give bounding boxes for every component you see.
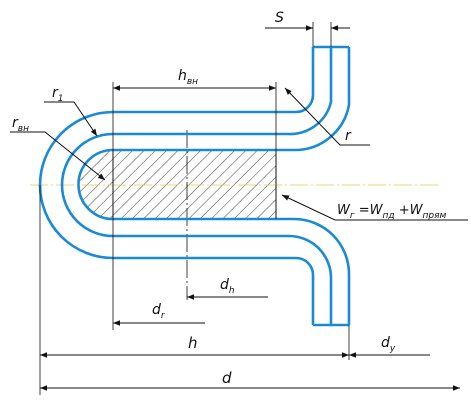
label-dy: dy xyxy=(381,335,396,354)
tube-outer-wall-2 xyxy=(60,47,333,325)
label-rvn: rвн xyxy=(12,115,29,134)
label-hvn: hвн xyxy=(178,68,198,87)
label-r: r xyxy=(345,128,352,144)
label-dr: dr xyxy=(152,302,166,321)
label-dh: dh xyxy=(220,277,235,296)
hatched-arc xyxy=(78,150,113,219)
label-s: S xyxy=(275,10,284,26)
formula-w-total: Wг =Wпд +Wпрям xyxy=(337,203,446,221)
label-d: d xyxy=(222,369,232,387)
hatched-section xyxy=(112,149,277,220)
label-h: h xyxy=(188,334,198,352)
leader-r xyxy=(284,87,370,146)
leader-rvn xyxy=(10,131,106,181)
leader-r1 xyxy=(44,101,98,137)
label-r1: r1 xyxy=(52,85,64,104)
tube-inner-wall xyxy=(77,47,351,325)
leader-formula xyxy=(281,194,468,221)
